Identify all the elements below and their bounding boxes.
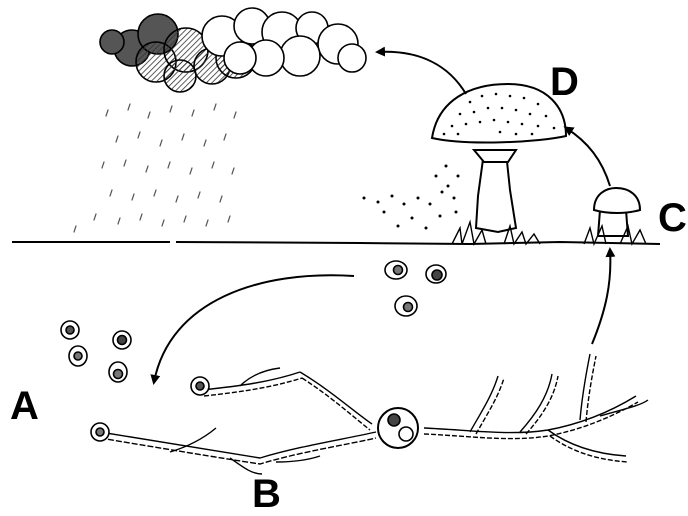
mushroom-ring — [474, 150, 516, 162]
mycelium-spores — [91, 377, 418, 448]
label-a: A — [10, 386, 39, 426]
mature-mushroom — [432, 84, 566, 244]
arrow-spores-to-a — [154, 275, 354, 382]
germinating-spores — [61, 321, 131, 382]
mushroom-stem — [476, 152, 516, 232]
soil-spores — [385, 261, 446, 316]
released-spores — [363, 165, 460, 230]
arrow-mycelium-to-c — [592, 250, 610, 344]
mushroom-cap — [432, 84, 566, 142]
hypha-right-inner — [424, 356, 638, 462]
ground-line — [12, 242, 660, 244]
arrow-c-to-d — [566, 128, 610, 186]
hypha-upper-left — [202, 368, 372, 424]
label-b: B — [252, 474, 281, 514]
hypha-main-inner — [100, 438, 376, 464]
mycelium-network — [100, 354, 648, 474]
rain-cloud — [100, 8, 366, 92]
label-c: C — [658, 198, 687, 238]
arrow-mushroom-to-cloud — [378, 52, 466, 94]
hypha-branch-down — [170, 428, 320, 474]
light-cloud — [202, 8, 366, 76]
hypha-right — [424, 354, 648, 456]
label-d: D — [550, 62, 579, 102]
young-mushroom — [584, 188, 646, 244]
rain-drops — [74, 104, 236, 232]
young-mushroom-cap — [594, 188, 640, 213]
